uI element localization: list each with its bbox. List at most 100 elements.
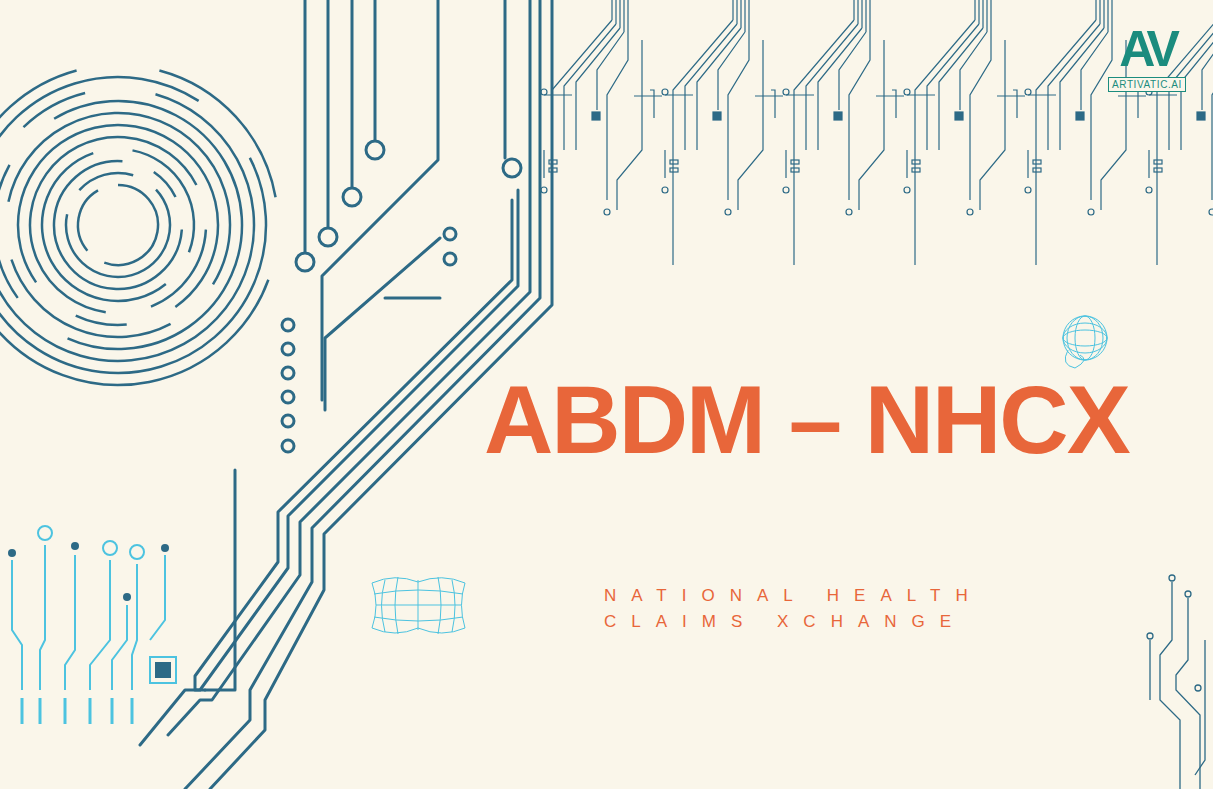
arc xyxy=(0,165,18,298)
globe-icon xyxy=(1063,316,1107,368)
pin xyxy=(65,555,75,690)
dot xyxy=(123,593,131,601)
arc xyxy=(78,190,98,250)
arc xyxy=(0,70,268,385)
pad xyxy=(904,187,910,193)
arc xyxy=(159,70,275,197)
component xyxy=(1033,168,1041,172)
trace xyxy=(140,190,518,745)
arc xyxy=(42,153,166,301)
trace xyxy=(665,0,783,265)
pin xyxy=(12,560,22,690)
pad xyxy=(783,187,789,193)
pad xyxy=(725,209,731,215)
pad xyxy=(1025,89,1031,95)
pad xyxy=(1185,591,1191,597)
circuit-motif xyxy=(541,0,662,265)
component xyxy=(549,168,557,172)
trace xyxy=(351,0,354,187)
pad xyxy=(904,89,910,95)
pad xyxy=(38,526,52,540)
dot xyxy=(8,549,16,557)
pad xyxy=(103,541,117,555)
component xyxy=(912,160,920,164)
concentric-arcs xyxy=(0,70,276,385)
trace xyxy=(385,297,440,300)
trace xyxy=(205,470,235,690)
chip xyxy=(592,112,600,120)
pad xyxy=(130,545,144,559)
trace xyxy=(195,200,512,690)
top-circuit-row xyxy=(541,0,1213,265)
pad xyxy=(282,367,294,379)
globe-outline xyxy=(1063,316,1107,360)
pad xyxy=(296,253,314,271)
pad xyxy=(282,319,294,331)
trace xyxy=(322,0,438,400)
component xyxy=(1154,168,1162,172)
dot xyxy=(161,544,169,552)
arc xyxy=(104,185,158,265)
pad xyxy=(366,141,384,159)
pad xyxy=(662,187,668,193)
pad xyxy=(444,228,456,240)
pillow-parallels xyxy=(374,590,463,621)
trace xyxy=(168,0,530,735)
chip xyxy=(155,662,171,678)
pad xyxy=(1088,209,1094,215)
component xyxy=(791,168,799,172)
chip-outline xyxy=(150,657,176,683)
pin xyxy=(40,545,45,690)
pad xyxy=(1146,187,1152,193)
component xyxy=(912,168,920,172)
pad xyxy=(503,159,521,177)
subtitle: NATIONAL HEALTH CLAIMS XCHANGE xyxy=(604,583,1034,635)
pad xyxy=(282,415,294,427)
pad xyxy=(1147,633,1153,639)
chip xyxy=(834,112,842,120)
banner-title: ABDM – NHCX xyxy=(484,372,1129,468)
arc xyxy=(66,190,170,277)
arc xyxy=(54,161,182,289)
dot xyxy=(71,542,79,550)
arc xyxy=(54,101,242,349)
pad xyxy=(1169,575,1175,581)
arc xyxy=(30,137,196,312)
component xyxy=(670,168,678,172)
circuit-motif xyxy=(662,0,783,265)
dark-dots xyxy=(8,542,171,678)
arc xyxy=(0,158,266,373)
pad xyxy=(967,209,973,215)
pad-column xyxy=(282,319,294,452)
pillow-outline xyxy=(372,578,465,633)
arc xyxy=(11,260,170,337)
trace xyxy=(907,0,1025,265)
arc xyxy=(154,172,176,197)
pad xyxy=(541,187,547,193)
pad xyxy=(1195,685,1201,691)
pad xyxy=(282,343,294,355)
pad xyxy=(1209,209,1213,215)
component xyxy=(670,160,678,164)
logo-mark: AV xyxy=(1108,24,1186,74)
globe-blob xyxy=(1065,350,1084,368)
circuit-motif xyxy=(783,0,904,265)
arc xyxy=(0,94,254,361)
pad xyxy=(282,391,294,403)
pad xyxy=(1025,187,1031,193)
pad xyxy=(662,89,668,95)
arc xyxy=(24,93,86,127)
arc xyxy=(151,230,206,307)
trace xyxy=(374,0,377,140)
trace xyxy=(504,0,507,158)
pad xyxy=(783,89,789,95)
pad xyxy=(604,209,610,215)
pad xyxy=(282,440,294,452)
arc xyxy=(76,316,127,325)
pad xyxy=(846,209,852,215)
chip xyxy=(955,112,963,120)
logo: AVARTIVATIC.AI xyxy=(1108,24,1186,92)
pillow-icon xyxy=(372,577,465,634)
trace xyxy=(327,0,330,227)
component xyxy=(791,160,799,164)
